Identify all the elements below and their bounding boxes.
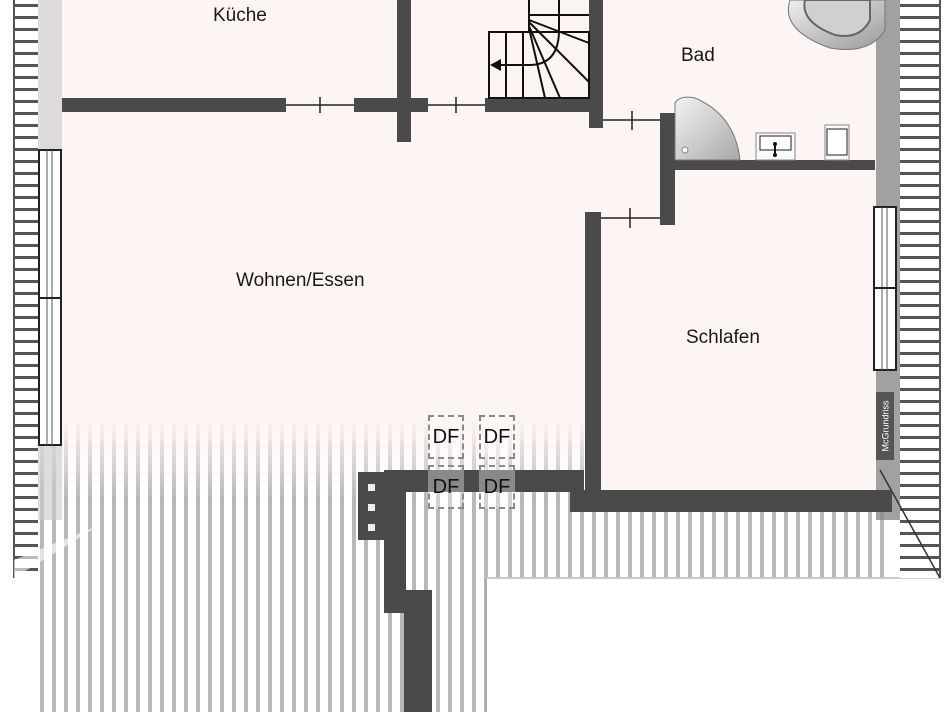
roof-window-2: DF — [479, 415, 515, 459]
roof-window-3: DF — [428, 465, 464, 509]
room-label-kueche: Küche — [213, 5, 267, 26]
brand-watermark: McGrundriss — [876, 392, 894, 460]
room-label-schlafen: Schlafen — [686, 327, 760, 348]
washbasin-icon — [755, 132, 796, 161]
roof-window-4: DF — [479, 465, 515, 509]
bathtub-icon — [788, 0, 886, 51]
shower-icon — [674, 96, 741, 161]
toilet-icon — [824, 124, 850, 161]
roof-window-1: DF — [428, 415, 464, 459]
room-label-wohnen-essen: Wohnen/Essen — [236, 270, 365, 291]
brand-text: McGrundriss — [880, 400, 891, 452]
staircase-icon — [488, 0, 590, 99]
room-label-bad: Bad — [681, 45, 715, 66]
